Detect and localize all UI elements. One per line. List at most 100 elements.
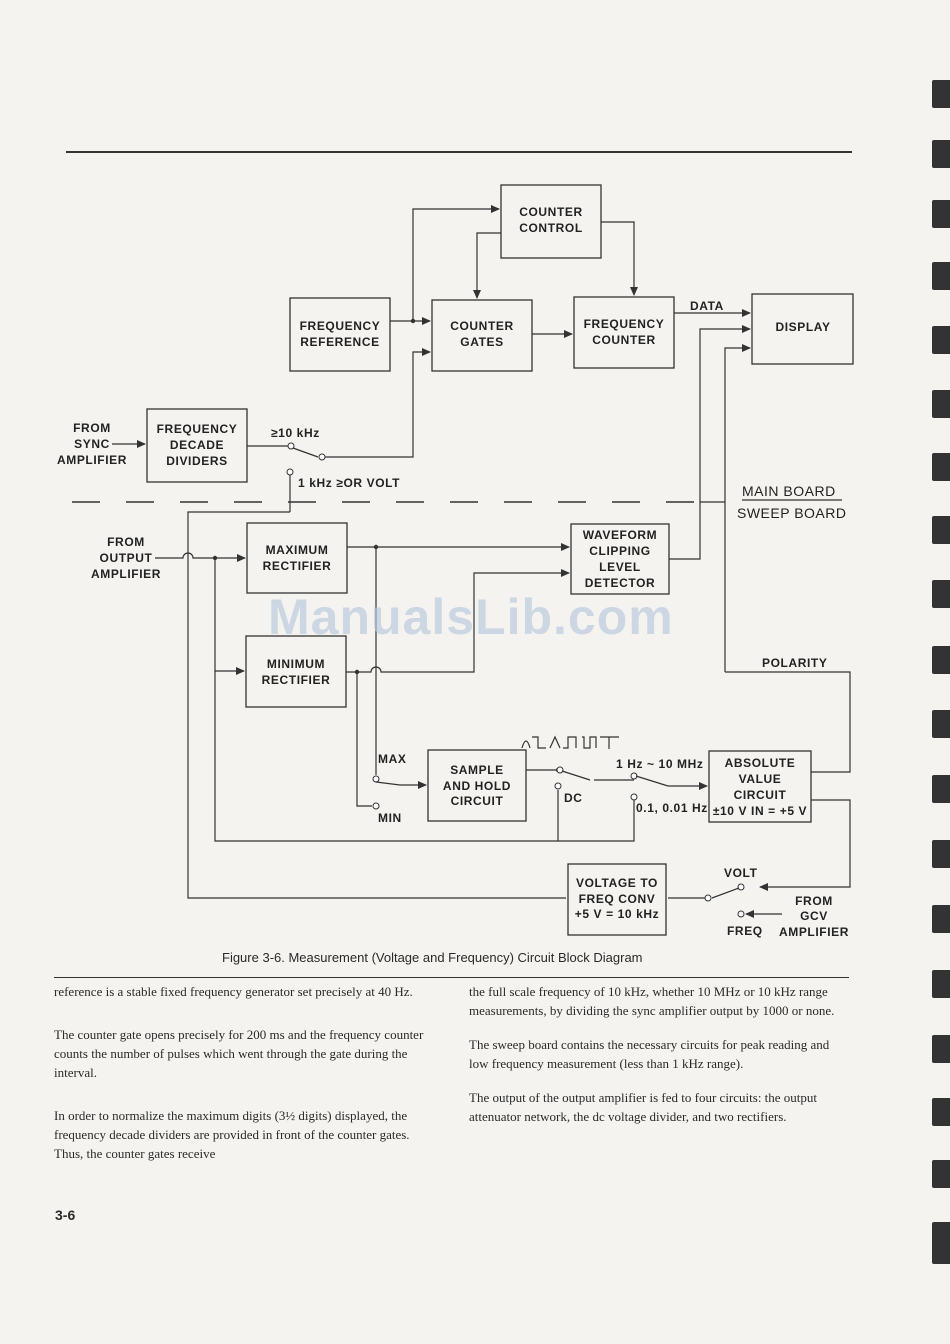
svg-text:ABSOLUTE: ABSOLUTE — [725, 756, 796, 770]
svg-text:DC: DC — [564, 791, 583, 805]
binder-tab — [932, 262, 950, 290]
binder-tab — [932, 840, 950, 868]
svg-text:SAMPLE: SAMPLE — [450, 763, 504, 777]
svg-text:DECADE: DECADE — [170, 438, 224, 452]
svg-text:DETECTOR: DETECTOR — [585, 576, 656, 590]
binder-tab — [932, 1035, 950, 1063]
binder-tab — [932, 905, 950, 933]
binder-tab — [932, 1160, 950, 1188]
svg-text:COUNTER: COUNTER — [450, 319, 514, 333]
svg-text:RECTIFIER: RECTIFIER — [263, 559, 332, 573]
frequency-range-switch: ≥10 kHz 1 kHz ≥OR VOLT — [247, 426, 400, 512]
left-column: reference is a stable fixed frequency ge… — [54, 982, 434, 1178]
svg-text:1 kHz ≥OR VOLT: 1 kHz ≥OR VOLT — [298, 476, 400, 490]
page-number: 3-6 — [55, 1207, 76, 1223]
binder-tab — [932, 326, 950, 354]
main-board-label: MAIN BOARD — [742, 483, 836, 499]
binder-tab — [932, 710, 950, 738]
top-connections: DATA — [320, 205, 751, 672]
svg-text:FROM: FROM — [795, 894, 833, 908]
right-column: the full scale frequency of 10 kHz, whet… — [469, 982, 849, 1141]
svg-text:VOLTAGE TO: VOLTAGE TO — [576, 876, 658, 890]
left-paragraph-2: The counter gate opens precisely for 200… — [54, 1027, 424, 1080]
svg-text:FREQUENCY: FREQUENCY — [300, 319, 381, 333]
svg-text:CONTROL: CONTROL — [519, 221, 583, 235]
binder-tab — [932, 80, 950, 108]
voltage-to-freq-block: VOLTAGE TO FREQ CONV +5 V = 10 kHz — [567, 863, 667, 936]
svg-text:CLIPPING: CLIPPING — [589, 544, 650, 558]
binder-tab — [932, 1098, 950, 1126]
svg-text:AMPLIFIER: AMPLIFIER — [91, 567, 161, 581]
binder-tab — [932, 1222, 950, 1264]
sample-and-hold-block: SAMPLE AND HOLD CIRCUIT — [427, 749, 527, 822]
right-paragraph-2: The sweep board contains the necessary c… — [469, 1037, 830, 1071]
display-block: DISPLAY — [751, 293, 854, 365]
waveform-detector-block: WAVEFORM CLIPPING LEVEL DETECTOR — [570, 523, 670, 595]
binder-tab — [932, 970, 950, 998]
watermark: ManualsLib.com — [268, 589, 674, 645]
svg-text:FREQUENCY: FREQUENCY — [584, 317, 665, 331]
sweep-connections: DC MAX MIN 1 Hz ~ 10 MHz 0.1, 0.01 Hz — [155, 511, 851, 939]
caption-rule — [54, 977, 849, 979]
binder-tab — [932, 453, 950, 481]
svg-text:RECTIFIER: RECTIFIER — [262, 673, 331, 687]
counter-control-block: COUNTER CONTROL — [500, 184, 602, 259]
sweep-board-label: SWEEP BOARD — [737, 505, 847, 521]
svg-text:FROM: FROM — [107, 535, 145, 549]
svg-text:SYNC: SYNC — [74, 437, 110, 451]
right-paragraph-3: The output of the output amplifier is fe… — [469, 1090, 818, 1124]
svg-text:CIRCUIT: CIRCUIT — [734, 788, 787, 802]
svg-text:MIN: MIN — [378, 811, 402, 825]
binder-tab — [932, 646, 950, 674]
svg-text:1 Hz ~ 10 MHz: 1 Hz ~ 10 MHz — [616, 757, 704, 771]
svg-text:OUTPUT: OUTPUT — [100, 551, 153, 565]
binder-tab — [932, 775, 950, 803]
top-rule — [66, 151, 852, 153]
svg-text:MINIMUM: MINIMUM — [267, 657, 325, 671]
svg-text:COUNTER: COUNTER — [592, 333, 656, 347]
svg-text:WAVEFORM: WAVEFORM — [583, 528, 658, 542]
svg-text:0.1, 0.01 Hz: 0.1, 0.01 Hz — [636, 801, 708, 815]
from-output-label: FROM OUTPUT AMPLIFIER — [91, 535, 161, 581]
right-paragraph-1: the full scale frequency of 10 kHz, whet… — [469, 984, 835, 1018]
svg-text:CIRCUIT: CIRCUIT — [451, 794, 504, 808]
maximum-rectifier-block: MAXIMUM RECTIFIER — [246, 522, 348, 594]
absolute-value-block: ABSOLUTE VALUE CIRCUIT ±10 V IN = +5 V — [708, 750, 812, 823]
svg-text:DIVIDERS: DIVIDERS — [166, 454, 227, 468]
svg-text:+5 V = 10 kHz: +5 V = 10 kHz — [575, 907, 660, 921]
svg-text:REFERENCE: REFERENCE — [300, 335, 379, 349]
left-paragraph-1: reference is a stable fixed frequency ge… — [54, 984, 413, 999]
svg-text:VALUE: VALUE — [739, 772, 782, 786]
binder-tab — [932, 200, 950, 228]
frequency-reference-block: FREQUENCY REFERENCE — [289, 297, 391, 372]
svg-text:FROM: FROM — [73, 421, 111, 435]
binder-tab — [932, 516, 950, 544]
svg-text:COUNTER: COUNTER — [519, 205, 583, 219]
binder-tab — [932, 140, 950, 168]
svg-text:AND HOLD: AND HOLD — [443, 779, 511, 793]
svg-text:±10 V IN = +5 V: ±10 V IN = +5 V — [713, 804, 807, 818]
binder-tab — [932, 580, 950, 608]
minimum-rectifier-block: MINIMUM RECTIFIER — [245, 635, 347, 708]
svg-text:≥10 kHz: ≥10 kHz — [271, 426, 320, 440]
left-paragraph-3: In order to normalize the maximum digits… — [54, 1108, 410, 1161]
figure-caption: Figure 3-6. Measurement (Voltage and Fre… — [222, 950, 643, 965]
svg-text:AMPLIFIER: AMPLIFIER — [57, 453, 127, 467]
svg-text:DATA: DATA — [690, 299, 724, 313]
svg-text:GCV: GCV — [800, 909, 828, 923]
frequency-counter-block: FREQUENCY COUNTER — [573, 296, 675, 369]
counter-gates-block: COUNTER GATES — [431, 299, 533, 372]
svg-text:VOLT: VOLT — [724, 866, 758, 880]
frequency-decade-dividers-block: FREQUENCY DECADE DIVIDERS — [146, 408, 248, 483]
svg-text:LEVEL: LEVEL — [599, 560, 641, 574]
block-diagram: COUNTER CONTROL FREQUENCY REFERENCE COUN… — [57, 184, 854, 939]
svg-text:FREQUENCY: FREQUENCY — [157, 422, 238, 436]
svg-text:FREQ CONV: FREQ CONV — [579, 892, 656, 906]
svg-text:DISPLAY: DISPLAY — [775, 320, 830, 334]
svg-text:FREQ: FREQ — [727, 924, 763, 938]
svg-text:MAXIMUM: MAXIMUM — [266, 543, 329, 557]
binder-tab — [932, 390, 950, 418]
svg-text:POLARITY: POLARITY — [762, 656, 827, 670]
from-sync-label: FROM SYNC AMPLIFIER — [57, 421, 146, 467]
svg-text:MAX: MAX — [378, 752, 406, 766]
